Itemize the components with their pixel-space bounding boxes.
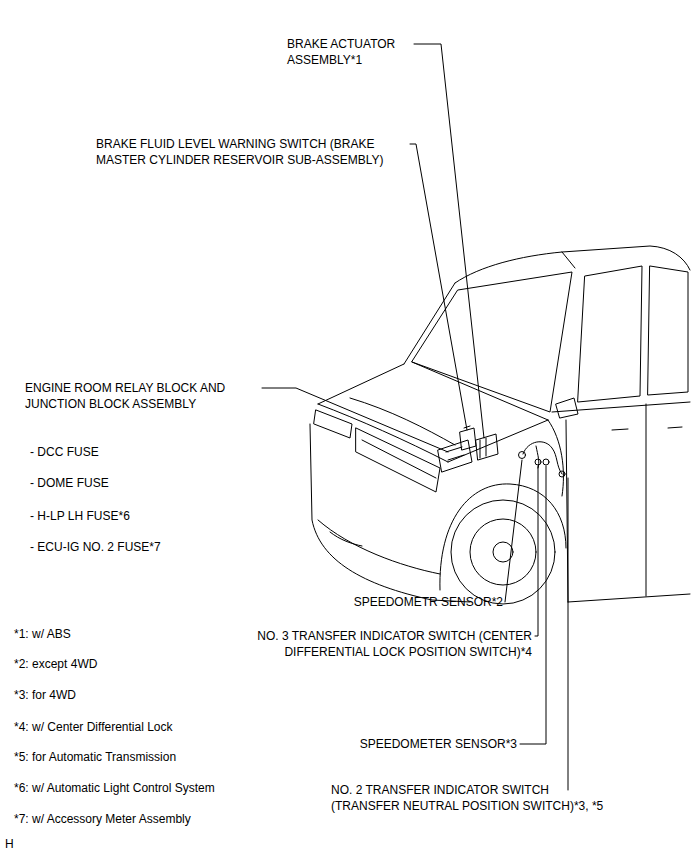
footnote: *6: w/ Automatic Light Control System	[14, 780, 284, 796]
brake-actuator	[476, 434, 498, 460]
figure-code: H	[5, 836, 35, 852]
hood-crease	[350, 398, 455, 445]
leader-line	[520, 466, 546, 744]
belt-line	[552, 402, 690, 412]
sensor-harness	[523, 442, 562, 474]
side-window	[578, 266, 688, 402]
speedometer-sensor	[519, 452, 526, 459]
transfer-neutral-switch	[559, 471, 565, 477]
part-name: SPEEDOMETER SENSOR*3	[323, 736, 517, 752]
footnote: *5: for Automatic Transmission	[14, 749, 264, 765]
part-name: ENGINE ROOM RELAY BLOCK AND JUNCTION BLO…	[25, 380, 261, 412]
footnote: *7: w/ Accessory Meter Assembly	[14, 811, 264, 827]
leader-line	[505, 460, 522, 602]
fuse-name: - DCC FUSE	[30, 444, 230, 460]
leader-line	[568, 478, 569, 790]
part-name: BRAKE ACTUATOR ASSEMBLY*1	[287, 36, 437, 68]
leader-line	[262, 388, 448, 452]
part-name: BRAKE FLUID LEVEL WARNING SWITCH (BRAKE …	[96, 136, 406, 168]
leader-line	[410, 144, 467, 430]
fender	[548, 420, 563, 496]
transfer-switch	[535, 459, 541, 465]
fuse-name: - H-LP LH FUSE*6	[30, 508, 230, 524]
fuse-name: - DOME FUSE	[30, 475, 230, 491]
master-cylinder-reservoir	[460, 426, 476, 450]
door-edge	[566, 404, 690, 602]
part-name: NO. 2 TRANSFER INDICATOR SWITCH (TRANSFE…	[331, 782, 609, 814]
fog-lamp	[330, 532, 362, 546]
mirror	[556, 398, 578, 418]
footnote: *4: w/ Center Differential Lock	[14, 719, 264, 735]
footnote: *2: except 4WD	[14, 656, 264, 672]
rim	[470, 519, 536, 585]
grille	[356, 428, 440, 492]
a-pillar	[404, 252, 575, 364]
footnote: *3: for 4WD	[14, 687, 264, 703]
windshield	[412, 272, 572, 412]
headlamp	[314, 410, 352, 438]
leader-line	[414, 44, 484, 438]
tire	[451, 500, 555, 604]
door-handle	[612, 427, 682, 430]
leader-line	[535, 466, 538, 636]
footnote: *1: w/ ABS	[14, 626, 264, 642]
part-name: NO. 3 TRANSFER INDICATOR SWITCH (CENTER …	[178, 628, 532, 660]
relay-block	[438, 440, 472, 472]
speedometer-sensor-4wd	[543, 459, 549, 465]
fuse-name: - ECU-IG NO. 2 FUSE*7	[30, 539, 230, 555]
part-name: SPEEDOMETR SENSOR*2	[313, 594, 503, 610]
